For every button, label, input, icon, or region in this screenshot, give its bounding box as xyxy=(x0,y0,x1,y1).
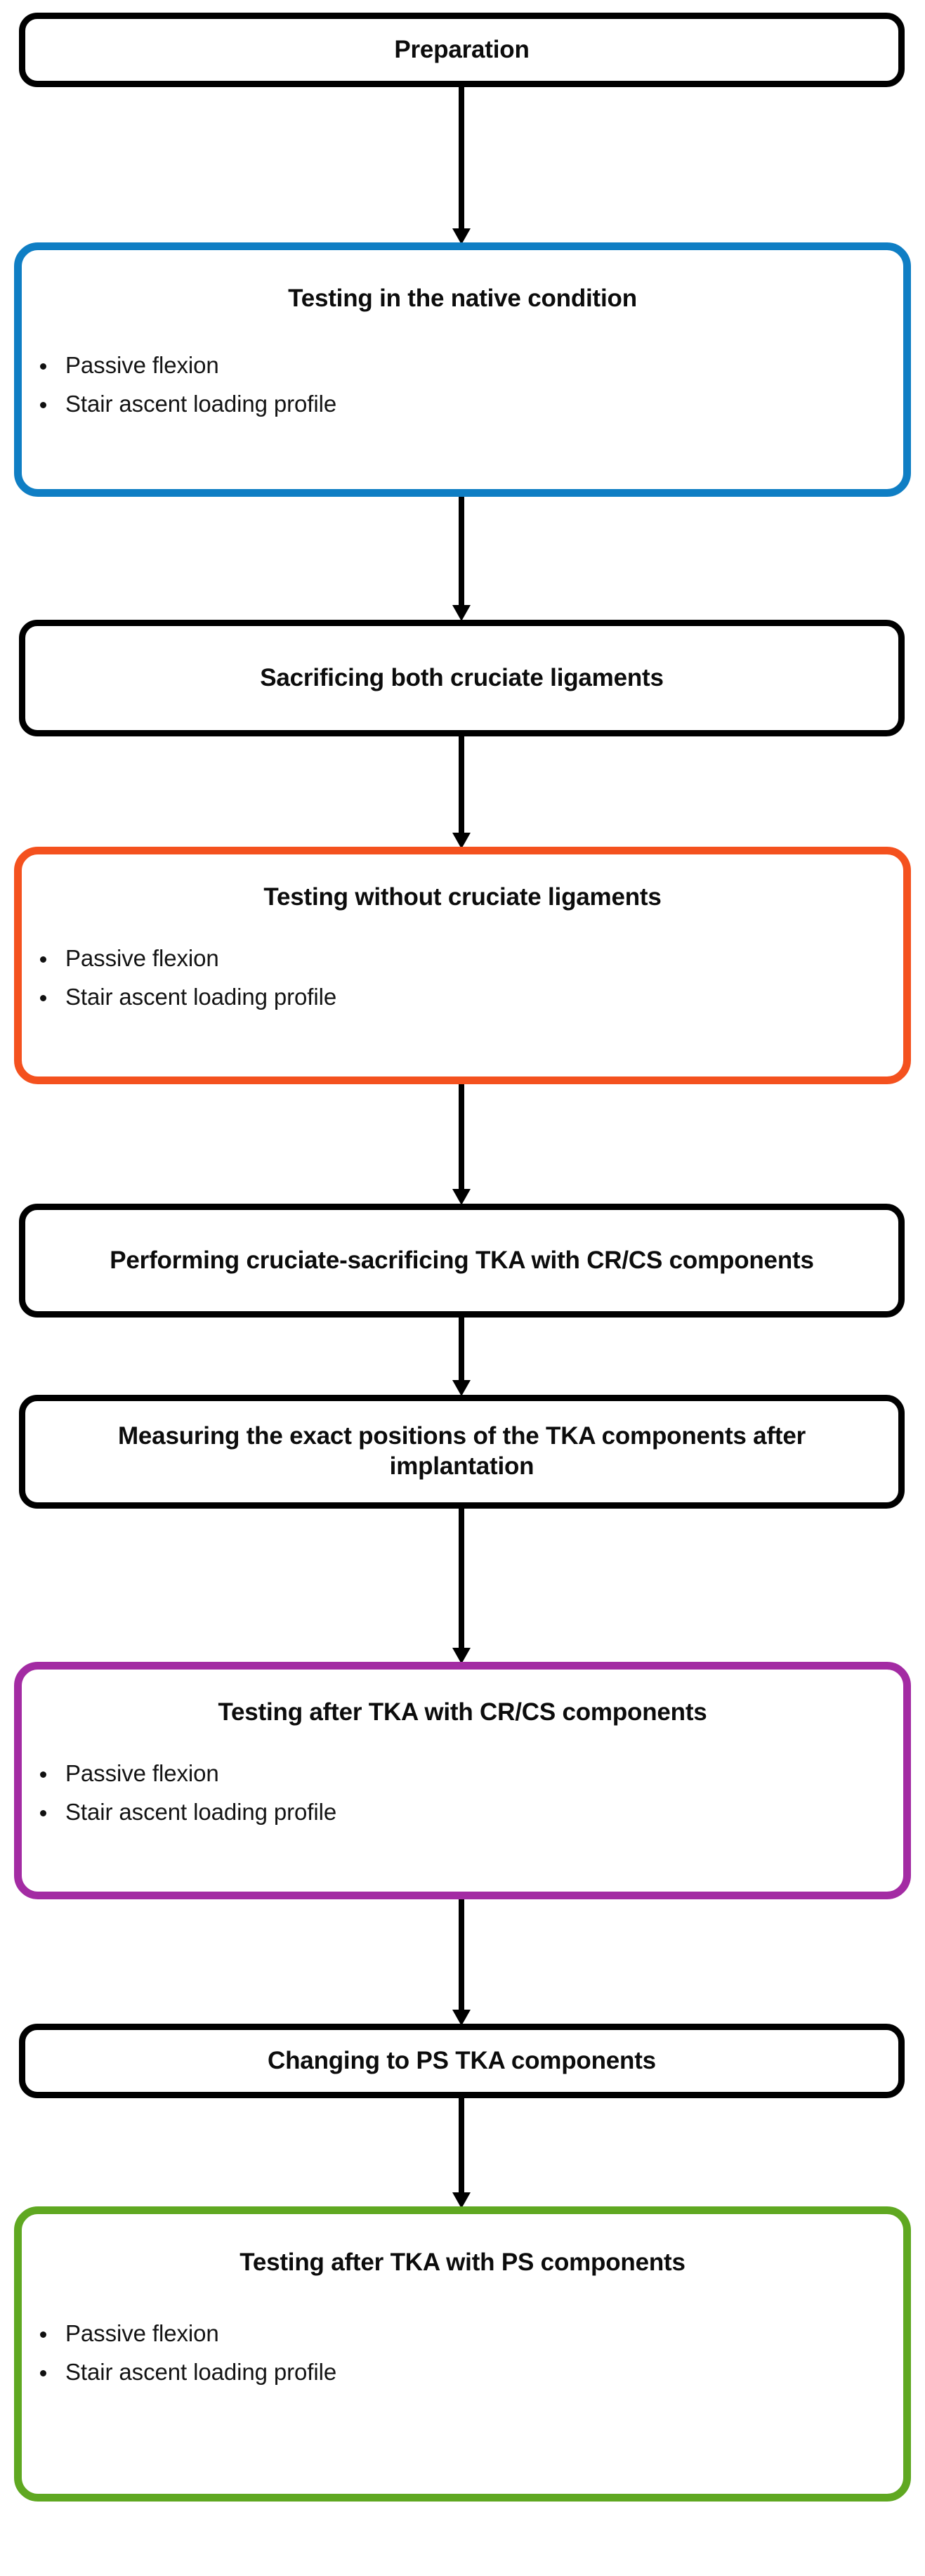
arrow-preparation-to-testing-native xyxy=(452,87,471,245)
arrow-performing-tka-to-measuring xyxy=(452,1318,471,1396)
node-bullet-list: Passive flexion Stair ascent loading pro… xyxy=(22,351,903,419)
arrowhead-icon xyxy=(452,2192,471,2209)
node-title: Changing to PS TKA components xyxy=(268,2046,656,2074)
list-item: Stair ascent loading profile xyxy=(22,982,903,1013)
node-title: Testing after TKA with PS components xyxy=(240,2249,685,2276)
arrow-measuring-to-testing-after-crcs xyxy=(452,1509,471,1664)
arrowhead-icon xyxy=(452,605,471,621)
node-title: Testing after TKA with CR/CS components xyxy=(218,1698,707,1726)
node-measuring-positions[interactable]: Measuring the exact positions of the TKA… xyxy=(19,1395,905,1509)
node-preparation[interactable]: Preparation xyxy=(19,13,905,87)
arrowhead-icon xyxy=(452,1189,471,1205)
arrowhead-icon xyxy=(452,833,471,849)
list-item: Stair ascent loading profile xyxy=(22,2357,903,2388)
list-item: Passive flexion xyxy=(22,351,903,381)
node-title: Testing in the native condition xyxy=(288,285,637,312)
node-testing-after-tka-ps[interactable]: Testing after TKA with PS components Pas… xyxy=(14,2206,911,2502)
node-title: Testing without cruciate ligaments xyxy=(263,883,662,911)
arrow-testing-without-to-performing-tka xyxy=(452,1084,471,1205)
arrowhead-icon xyxy=(452,1380,471,1396)
node-title: Sacrificing both cruciate ligaments xyxy=(260,663,664,691)
arrowhead-icon xyxy=(452,2010,471,2026)
node-testing-native[interactable]: Testing in the native condition Passive … xyxy=(14,242,911,497)
node-changing-to-ps[interactable]: Changing to PS TKA components xyxy=(19,2024,905,2098)
list-item: Passive flexion xyxy=(22,2319,903,2349)
node-title: Measuring the exact positions of the TKA… xyxy=(117,1422,806,1480)
list-item: Stair ascent loading profile xyxy=(22,1797,903,1828)
node-title: Performing cruciate-sacrificing TKA with… xyxy=(110,1246,814,1274)
list-item: Passive flexion xyxy=(22,944,903,974)
node-bullet-list: Passive flexion Stair ascent loading pro… xyxy=(22,1759,903,1828)
node-testing-without-cruciates[interactable]: Testing without cruciate ligaments Passi… xyxy=(14,847,911,1084)
node-bullet-list: Passive flexion Stair ascent loading pro… xyxy=(22,944,903,1013)
node-testing-after-tka-crcs[interactable]: Testing after TKA with CR/CS components … xyxy=(14,1662,911,1899)
node-title: Preparation xyxy=(394,35,530,63)
node-sacrificing-cruciates[interactable]: Sacrificing both cruciate ligaments xyxy=(19,620,905,736)
arrow-changing-ps-to-testing-after-ps xyxy=(452,2098,471,2209)
node-performing-tka-crcs[interactable]: Performing cruciate-sacrificing TKA with… xyxy=(19,1204,905,1318)
arrowhead-icon xyxy=(452,1648,471,1664)
list-item: Stair ascent loading profile xyxy=(22,389,903,419)
arrow-testing-after-crcs-to-changing-ps xyxy=(452,1899,471,2026)
node-bullet-list: Passive flexion Stair ascent loading pro… xyxy=(22,2319,903,2388)
list-item: Passive flexion xyxy=(22,1759,903,1789)
arrow-sacrificing-to-testing-without xyxy=(452,736,471,849)
arrow-testing-native-to-sacrificing xyxy=(452,497,471,621)
arrowhead-icon xyxy=(452,228,471,245)
